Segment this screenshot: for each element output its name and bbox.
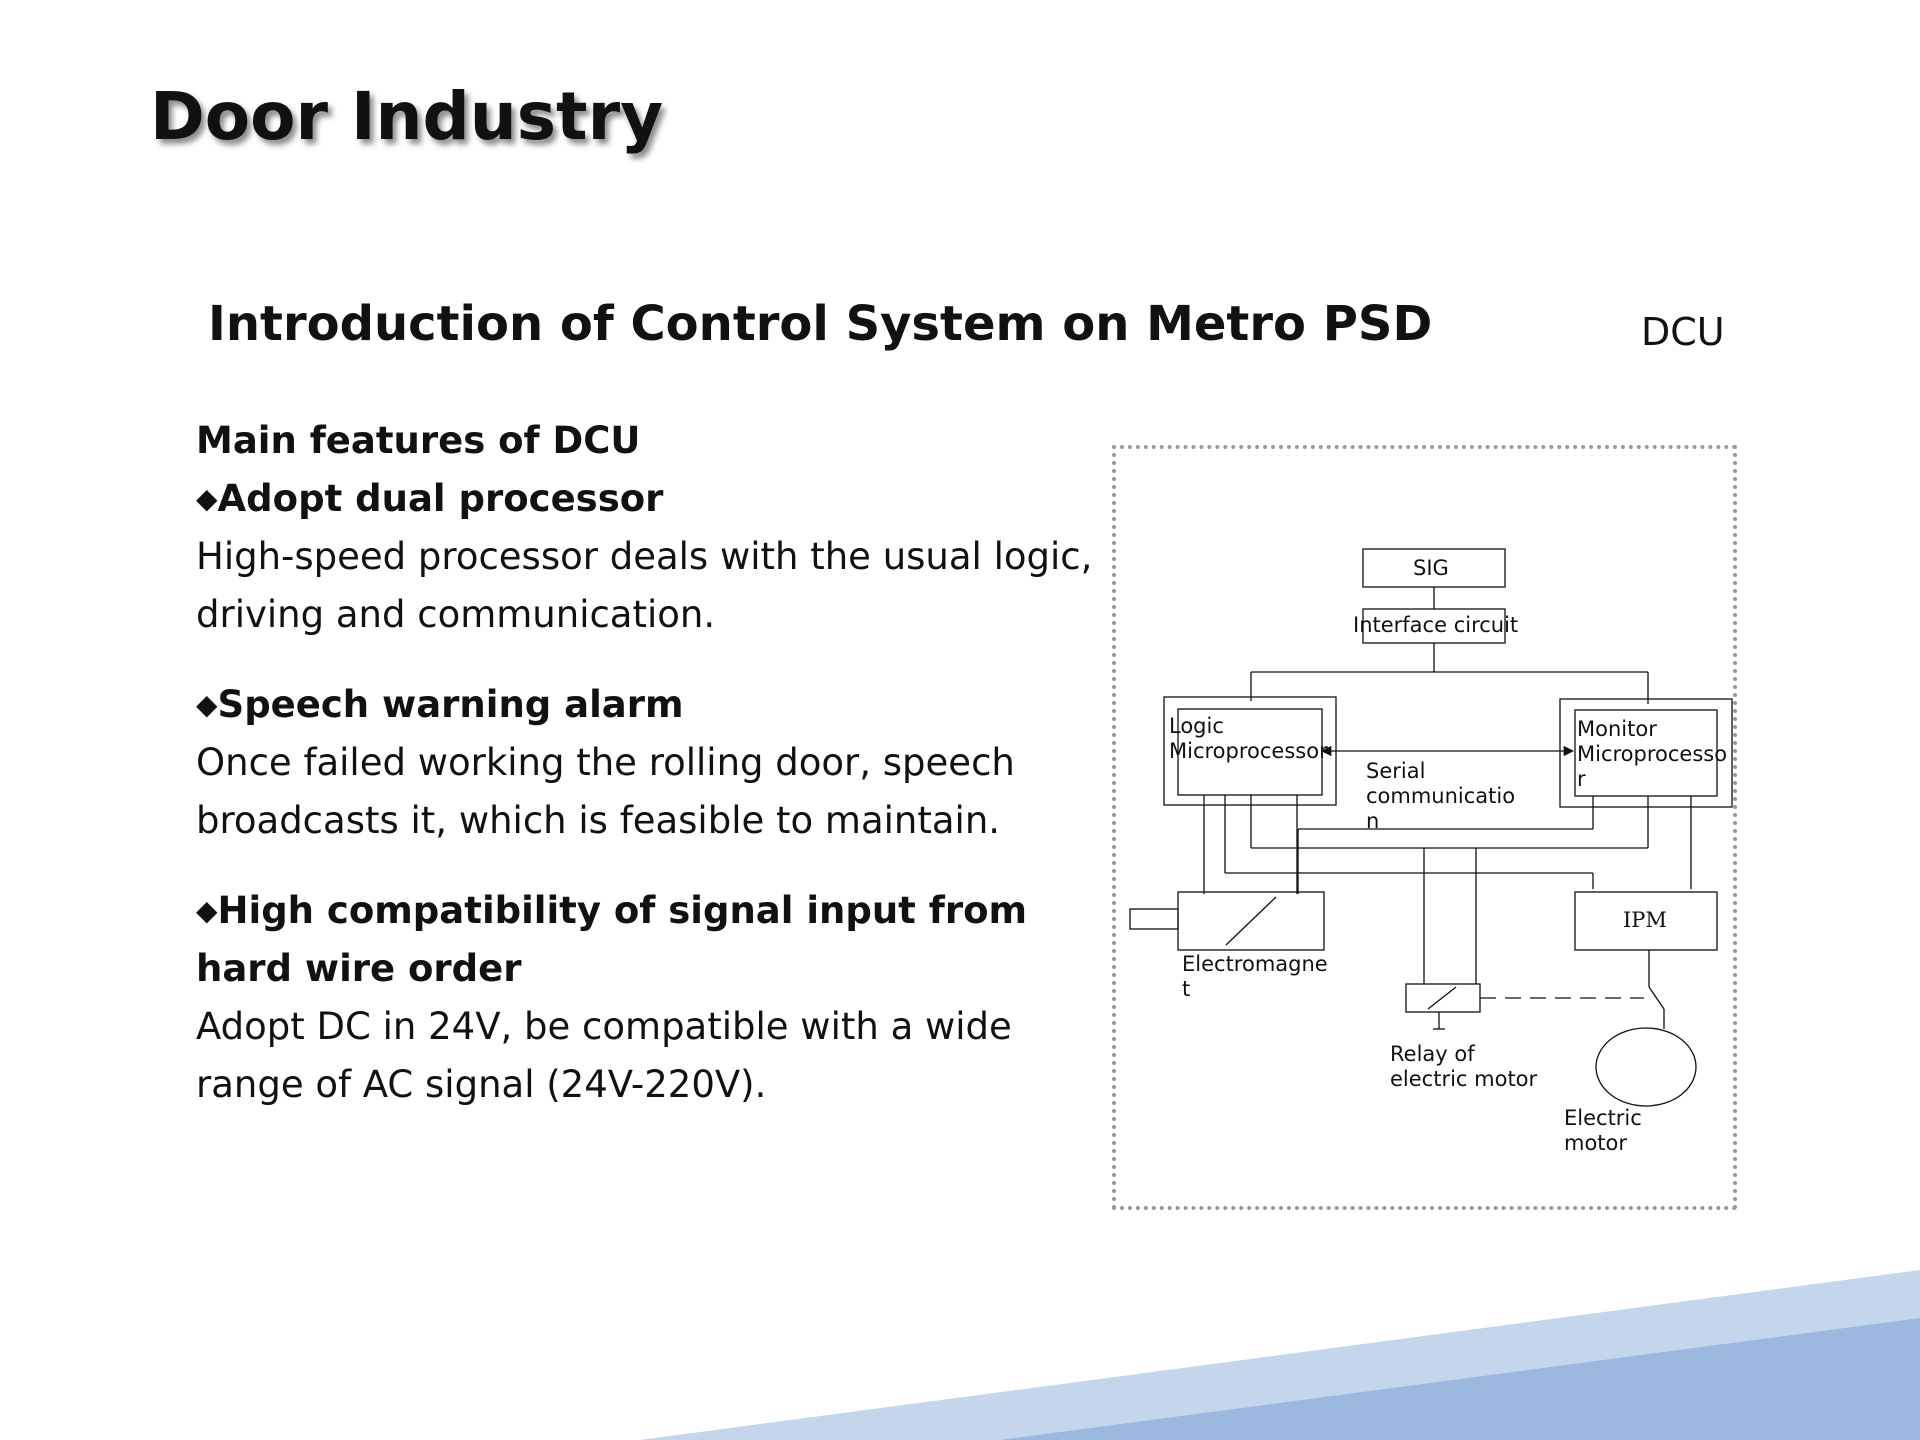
monitor-label: Monitor Microprocesso r	[1577, 717, 1728, 791]
dcu-block-diagram: SIG Interface circuit Logic Microprocess…	[1112, 445, 1737, 1210]
motor-label: Electric motor	[1564, 1106, 1642, 1155]
electromagnet-label: Electromagne t	[1182, 952, 1328, 1001]
feature-title-3: ◆High compatibility of signal input from…	[196, 889, 1028, 990]
relay-label: Relay of electric motor	[1390, 1042, 1538, 1091]
diagram-lines	[1129, 548, 1733, 1107]
feature-body-2: Once failed working the rolling door, sp…	[196, 741, 1015, 842]
bullet-icon: ◆	[196, 482, 218, 515]
feature-body-1: High-speed processor deals with the usua…	[196, 535, 1093, 636]
motor-circle	[1595, 1027, 1697, 1107]
bullet-icon: ◆	[196, 894, 218, 927]
dcu-label: DCU	[1641, 310, 1725, 354]
feature-title-2: ◆Speech warning alarm	[196, 683, 684, 726]
logic-label: Logic Microprocessor	[1169, 714, 1328, 763]
monitor-inner-box	[1574, 709, 1718, 797]
ipm-label: IPM	[1623, 908, 1667, 932]
feature-body-3: Adopt DC in 24V, be compatible with a wi…	[196, 1005, 1012, 1106]
page-title: Door Industry	[150, 78, 664, 155]
sig-label: SIG	[1413, 556, 1449, 580]
features-heading: Main features of DCU	[196, 419, 641, 462]
serial-label: Serial communicatio n	[1366, 759, 1516, 833]
features-list: Main features of DCU ◆Adopt dual process…	[196, 412, 1096, 1114]
interface-label: Interface circuit	[1353, 613, 1519, 637]
section-subtitle: Introduction of Control System on Metro …	[208, 296, 1433, 352]
feature-title-1: ◆Adopt dual processor	[196, 477, 664, 520]
ipm-box	[1574, 891, 1718, 951]
bullet-icon: ◆	[196, 688, 218, 721]
